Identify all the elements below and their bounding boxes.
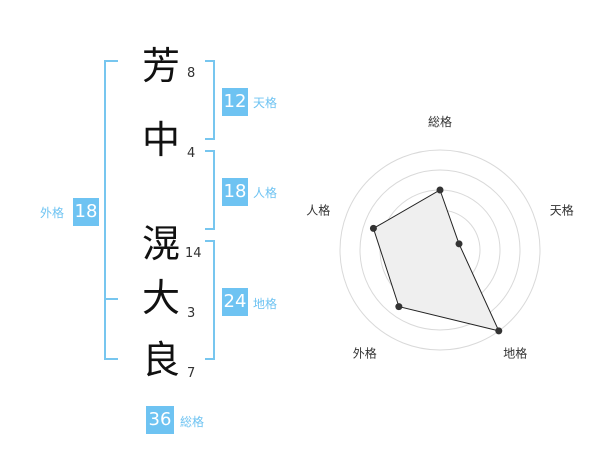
stroke-count-5: 7 — [187, 366, 196, 381]
radar-points — [369, 186, 503, 335]
name-char-1: 芳 — [141, 44, 180, 88]
soukaku-badge: 36 — [146, 406, 174, 434]
stroke-count-1: 8 — [187, 66, 196, 81]
jinkaku-badge: 18 — [222, 178, 248, 206]
stroke-count-4: 3 — [187, 306, 196, 321]
radar-point-1 — [436, 186, 444, 194]
tenkaku-badge: 12 — [222, 88, 248, 116]
radar-point-5 — [369, 224, 377, 232]
radar-axis-label-4: 外格 — [353, 346, 377, 361]
stroke-count-2: 4 — [187, 146, 196, 161]
name-char-4: 大 — [141, 276, 180, 320]
soukaku-label: 総格 — [180, 415, 205, 429]
jinkaku-label: 人格 — [253, 186, 278, 200]
jinkaku-bracket — [205, 150, 215, 230]
chikaku-bracket — [205, 240, 215, 360]
gaikaku-bracket-tick — [104, 298, 118, 300]
tenkaku-bracket — [205, 60, 215, 140]
radar-point-3 — [495, 327, 503, 335]
name-char-2: 中 — [141, 118, 180, 162]
radar-ring — [339, 149, 541, 351]
chikaku-badge: 24 — [222, 288, 248, 316]
gaikaku-label: 外格 — [40, 206, 65, 220]
radar-axis-label-3: 地格 — [503, 346, 527, 361]
radar-data-polygon — [372, 189, 500, 332]
radar-point-4 — [395, 303, 403, 311]
radar-axis-label-2: 天格 — [550, 202, 574, 217]
tenkaku-label: 天格 — [253, 96, 278, 110]
radar-axis-label-5: 人格 — [306, 202, 330, 217]
name-char-5: 良 — [141, 338, 180, 382]
name-char-3: 滉 — [141, 222, 180, 266]
radar-point-2 — [455, 240, 463, 248]
radar-ring — [359, 169, 521, 331]
stroke-count-3: 14 — [185, 246, 202, 261]
radar-axis-label-1: 総格 — [428, 114, 452, 129]
gaikaku-badge: 18 — [73, 198, 99, 226]
chikaku-label: 地格 — [253, 297, 278, 311]
gaikaku-bracket — [104, 60, 118, 360]
